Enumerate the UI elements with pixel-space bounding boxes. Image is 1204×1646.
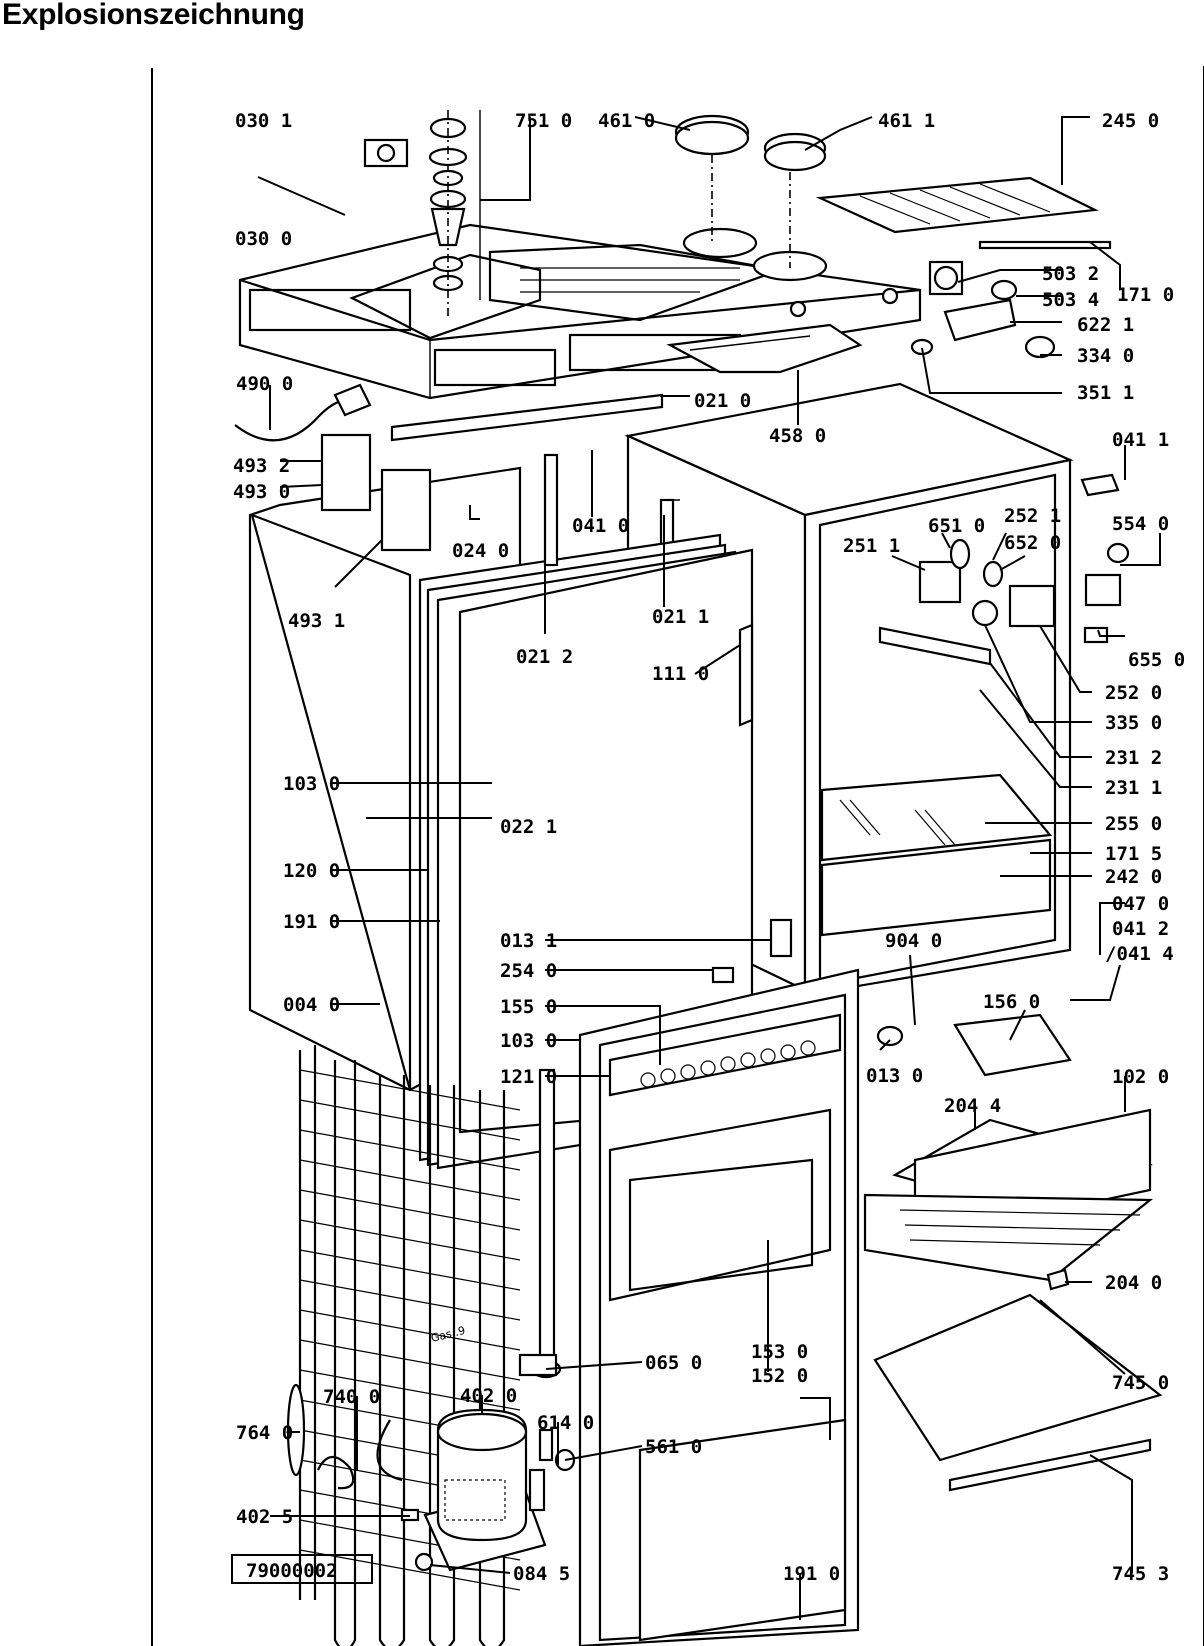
part-label: 111 0 <box>652 663 709 685</box>
part-label: 503 4 <box>1042 289 1099 311</box>
part-label: 458 0 <box>769 425 826 447</box>
compressor-part <box>286 1353 558 1572</box>
part-label: 740 0 <box>323 1386 380 1408</box>
hotplate-part <box>674 114 827 268</box>
part-label: 047 0 <box>1112 893 1169 915</box>
part-label: 622 1 <box>1077 314 1134 336</box>
part-label: 254 0 <box>500 960 557 982</box>
part-label: 171 5 <box>1105 843 1162 865</box>
part-label: 745 3 <box>1112 1563 1169 1585</box>
part-label: 334 0 <box>1077 345 1134 367</box>
part-label: 021 2 <box>516 646 573 668</box>
part-label: 204 4 <box>944 1095 1001 1117</box>
part-label: 030 0 <box>235 228 292 250</box>
part-label: 120 0 <box>283 860 340 882</box>
part-label: 171 0 <box>1117 284 1174 306</box>
worktop-part <box>238 223 922 400</box>
part-label: 153 0 <box>751 1341 808 1363</box>
power-cord-part <box>234 383 372 442</box>
part-label: 402 5 <box>236 1506 293 1528</box>
part-label: 121 0 <box>500 1066 557 1088</box>
ice-tray-part <box>863 1013 1154 1291</box>
part-label: 252 0 <box>1105 682 1162 704</box>
part-label: 021 1 <box>652 606 709 628</box>
part-label: 084 5 <box>513 1563 570 1585</box>
part-label: 493 0 <box>233 481 290 503</box>
part-label: 493 2 <box>233 455 290 477</box>
condenser-coil-part <box>298 1045 556 1646</box>
part-label: 554 0 <box>1112 513 1169 535</box>
bottom-cover-part <box>873 1293 1163 1492</box>
part-label: 004 0 <box>283 994 340 1016</box>
part-label: 024 0 <box>452 540 509 562</box>
part-label: 191 0 <box>283 911 340 933</box>
rail-part <box>390 393 664 442</box>
part-label: 013 0 <box>866 1065 923 1087</box>
part-label: 651 0 <box>928 515 985 537</box>
part-label: 255 0 <box>1105 813 1162 835</box>
part-label: 252 1 <box>1004 505 1061 527</box>
figure-id: 79000002 <box>246 1560 338 1582</box>
part-label: 155 0 <box>500 996 557 1018</box>
freezer-door-part <box>530 968 904 1646</box>
part-label: 041 1 <box>1112 429 1169 451</box>
handwritten-note: Gas..9 <box>430 1324 467 1345</box>
part-label: 245 0 <box>1102 110 1159 132</box>
part-label: 030 1 <box>235 110 292 132</box>
part-label: 156 0 <box>983 991 1040 1013</box>
part-label: 204 0 <box>1105 1272 1162 1294</box>
page-title: Explosionszeichnung <box>2 0 305 31</box>
part-label: 461 1 <box>878 110 935 132</box>
part-label: 335 0 <box>1105 712 1162 734</box>
part-label: 561 0 <box>645 1436 702 1458</box>
part-label: 041 2 <box>1112 918 1169 940</box>
part-label: 251 1 <box>843 535 900 557</box>
part-label: 103 0 <box>283 773 340 795</box>
part-label: 493 1 <box>288 610 345 632</box>
part-label: 021 0 <box>694 390 751 412</box>
part-label: 191 0 <box>783 1563 840 1585</box>
part-label: 022 1 <box>500 816 557 838</box>
wire-shelf-part <box>815 176 1112 250</box>
part-label: 402 0 <box>460 1385 517 1407</box>
part-label: 655 0 <box>1128 649 1185 671</box>
part-label: 231 2 <box>1105 747 1162 769</box>
part-label: 490 0 <box>236 373 293 395</box>
side-panel-part <box>248 433 793 1170</box>
part-label: 103 0 <box>500 1030 557 1052</box>
part-label: /041 4 <box>1105 943 1174 965</box>
part-label: 231 1 <box>1105 777 1162 799</box>
part-labels: 030 1 751 0 461 0 461 1 245 0 030 0 503 … <box>233 110 1185 1585</box>
grill-duct-part <box>666 323 863 374</box>
part-label: 904 0 <box>885 930 942 952</box>
part-label: 065 0 <box>645 1352 702 1374</box>
thermostat-part <box>910 260 1056 359</box>
part-label: 013 1 <box>500 930 557 952</box>
part-label: 652 0 <box>1004 532 1061 554</box>
part-label: 745 0 <box>1112 1372 1169 1394</box>
part-label: 764 0 <box>236 1422 293 1444</box>
part-label: 242 0 <box>1105 866 1162 888</box>
part-label: 152 0 <box>751 1365 808 1387</box>
part-label: 461 0 <box>598 110 655 132</box>
leader-lines <box>257 116 1161 1620</box>
sink-assembly-part <box>363 110 481 320</box>
figure-id-box <box>231 1554 373 1584</box>
part-label: 751 0 <box>515 110 572 132</box>
part-label: 041 0 <box>572 515 629 537</box>
part-label: 614 0 <box>537 1412 594 1434</box>
part-label: 351 1 <box>1077 382 1134 404</box>
part-label: 503 2 <box>1042 263 1099 285</box>
part-label: 102 0 <box>1112 1066 1169 1088</box>
